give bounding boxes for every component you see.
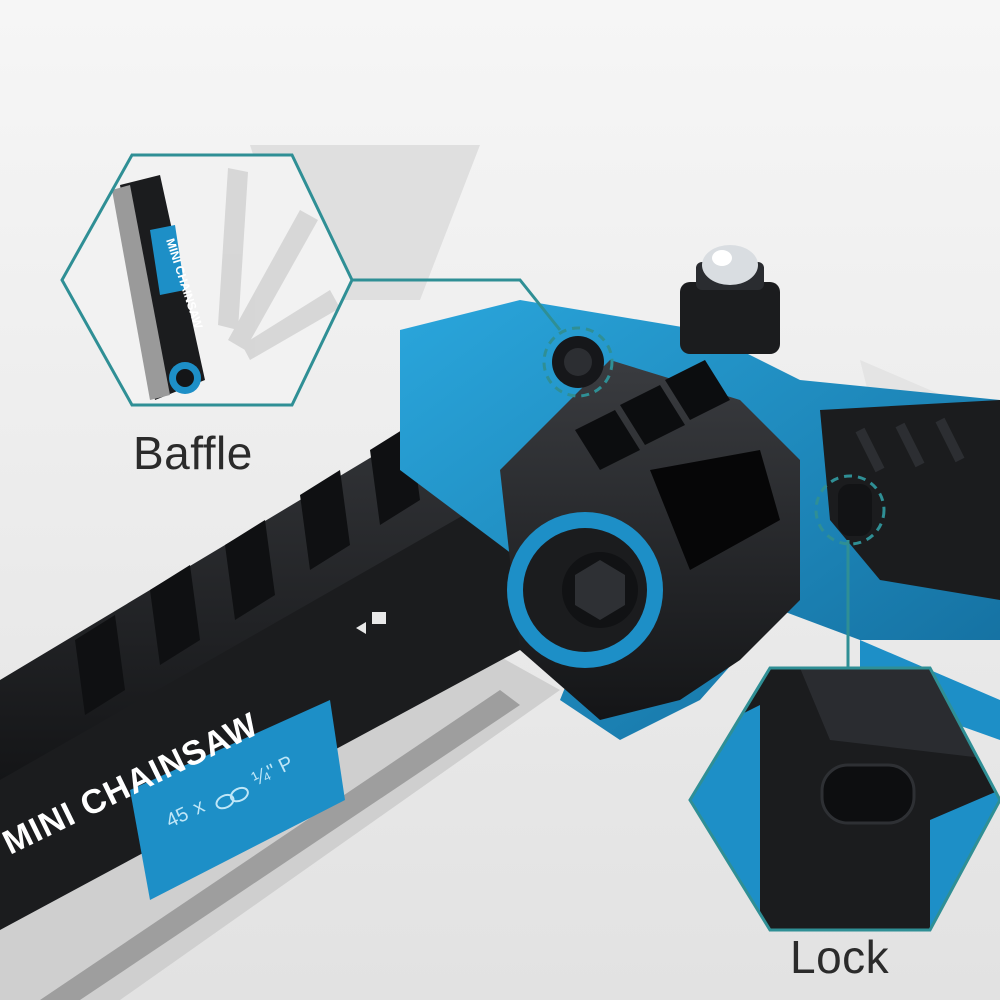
lock-label: Lock: [790, 931, 890, 983]
bar-label-panel: [130, 700, 345, 900]
callout-lines: [352, 278, 886, 668]
cover-vents: [575, 360, 730, 470]
tension-knob: [507, 512, 663, 668]
chain-direction-icon: [356, 612, 386, 634]
oil-cap: [680, 245, 780, 354]
chain-link-icon: [215, 786, 249, 810]
grip-ribs: [855, 417, 965, 473]
baffle-inset: MINI CHAINSAW: [60, 153, 354, 407]
baffle-label: Baffle: [133, 427, 253, 479]
cover-ridges: [75, 425, 420, 715]
lock-button: [838, 484, 872, 536]
cover-slot: [650, 450, 780, 570]
